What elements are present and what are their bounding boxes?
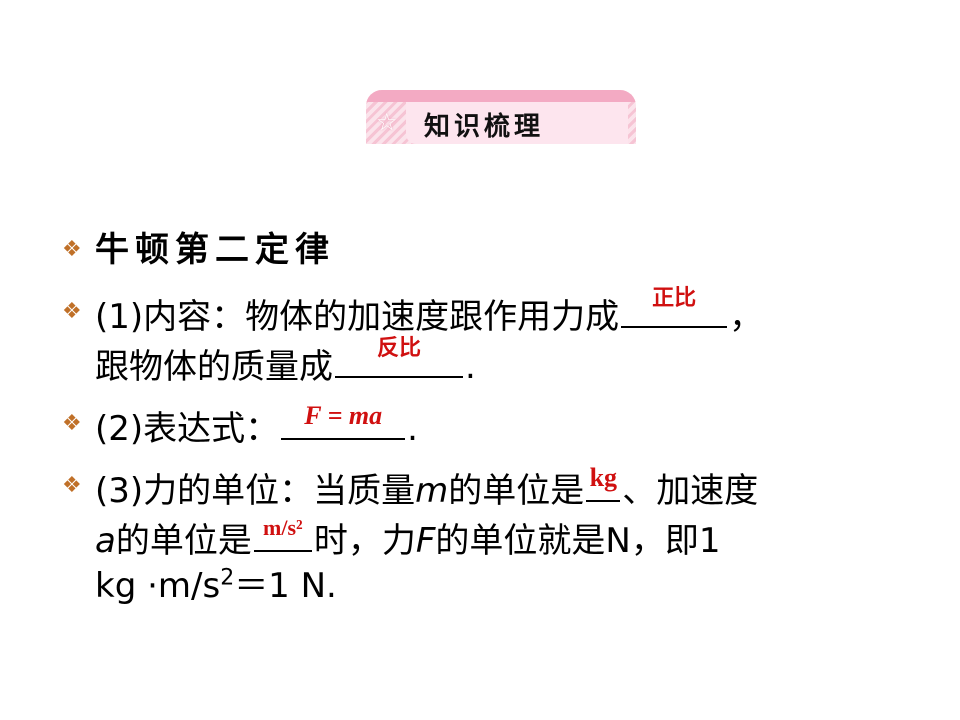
- item-3-text-c: 、加速度: [622, 471, 759, 511]
- item-2-line: (2)表达式： F = ma.: [95, 401, 418, 449]
- blank-3: F = ma: [281, 401, 406, 440]
- item-1-end: .: [465, 347, 476, 387]
- unit-superscript: 2: [220, 565, 235, 591]
- section-heading: 牛顿第二定律: [95, 230, 335, 270]
- item-3-text-d: 的单位是: [115, 521, 252, 561]
- answer-inverse-proportion: 反比: [376, 335, 421, 361]
- section-banner: ☆ 知识梳理: [366, 90, 636, 144]
- item-1-text: (1)内容：物体的加速度跟作用力成: [95, 297, 620, 337]
- item-3-text-f: 的单位就是N，即1: [435, 521, 721, 561]
- banner-inner-panel: [406, 102, 628, 144]
- diamond-bullet-icon: ❖: [62, 473, 82, 498]
- unit-expression: kg ·m/s: [95, 566, 221, 606]
- diamond-bullet-icon: ❖: [62, 411, 82, 436]
- item-3-text-b: 的单位是: [448, 471, 585, 511]
- item-1-line-1: (1)内容：物体的加速度跟作用力成 正比 ，: [95, 285, 764, 337]
- answer-direct-proportion: 正比: [652, 285, 697, 311]
- blank-4: kg: [586, 463, 621, 502]
- var-F: F: [415, 521, 436, 561]
- blank-5: m/s²: [253, 515, 312, 552]
- diamond-bullet-icon: ❖: [62, 299, 82, 324]
- var-a: a: [95, 521, 116, 561]
- item-1-text-2: 跟物体的质量成: [95, 347, 333, 387]
- answer-kg: kg: [589, 463, 618, 492]
- banner-title: 知识梳理: [424, 112, 545, 142]
- blank-1: 正比: [621, 285, 728, 328]
- item-2-text: (2)表达式：: [95, 409, 280, 449]
- var-m: m: [415, 471, 449, 511]
- blank-2: 反比: [335, 335, 463, 378]
- answer-ms2: m/s²: [263, 515, 303, 540]
- answer-formula: F = ma: [304, 401, 383, 430]
- banner-top-strip: [366, 90, 636, 102]
- item-3-text-a: (3)力的单位：当质量: [95, 471, 416, 511]
- unit-equals: ＝1 N.: [234, 566, 337, 606]
- item-1-line-2: 跟物体的质量成 反比.: [95, 335, 476, 387]
- diamond-bullet-icon: ❖: [62, 237, 82, 262]
- item-2-end: .: [407, 409, 418, 449]
- star-icon: ☆: [376, 108, 398, 136]
- item-3-line-3: kg ·m/s2＝1 N.: [95, 566, 337, 606]
- item-1-comma: ，: [729, 297, 764, 337]
- item-3-text-e: 时，力: [313, 521, 416, 561]
- item-3-line-2: a的单位是 m/s² 时，力F的单位就是N，即1: [95, 515, 721, 561]
